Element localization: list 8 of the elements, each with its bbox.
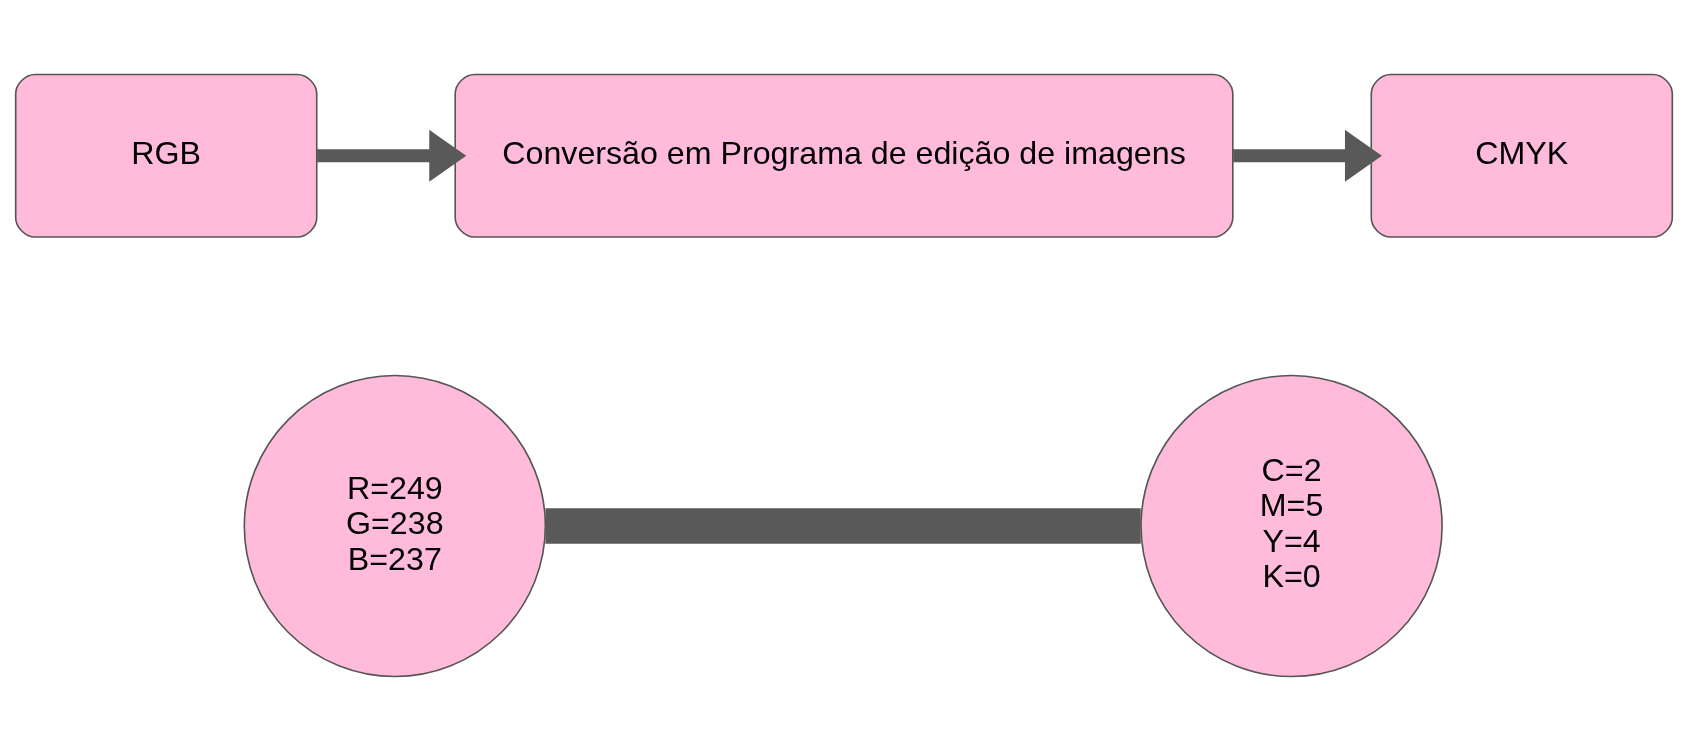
connector [545, 508, 1141, 544]
node-circle: R=249 G=238 B=237 [243, 374, 547, 678]
node-circle: C=2 M=5 Y=4 K=0 [1140, 374, 1443, 678]
node-box: CMYK [1370, 73, 1674, 238]
node-box: Conversão em Programa de edição de imagens [454, 73, 1234, 238]
arrow [317, 129, 467, 182]
node-box: RGB [14, 73, 318, 238]
arrow [1233, 129, 1382, 182]
